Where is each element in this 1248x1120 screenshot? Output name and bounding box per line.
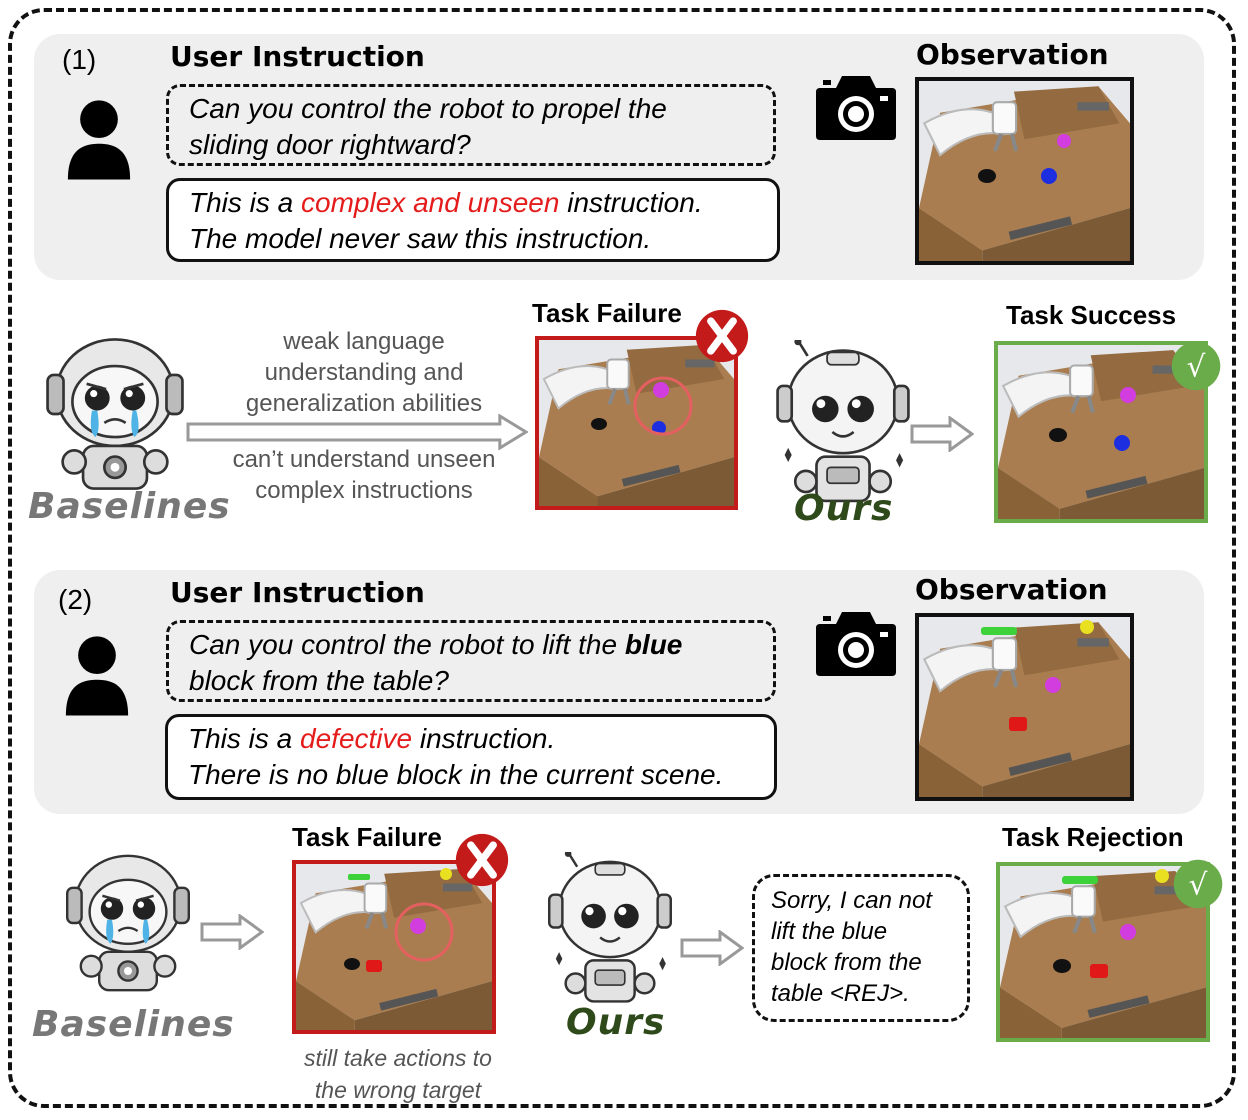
- section1-number: (1): [62, 44, 97, 75]
- section2-explanation-box: This is a defective instruction. There i…: [165, 714, 777, 800]
- ours-label: Ours: [794, 488, 894, 529]
- section2-user-instruction-heading: User Instruction: [170, 576, 425, 609]
- arrow-text-line: understanding and: [264, 359, 464, 386]
- explanation-text: This is a: [188, 723, 301, 754]
- arrow-text-line: can’t understand unseen: [232, 446, 496, 473]
- section2-observation-image: [915, 613, 1134, 801]
- baseline-label: Baselines: [32, 1004, 235, 1045]
- section1-user-instruction-heading: User Instruction: [170, 40, 425, 73]
- section1-failure-title: Task Failure: [532, 298, 682, 328]
- check-badge-icon: [1170, 340, 1222, 392]
- section1-instruction-line: Can you control the robot to propel the: [189, 93, 667, 124]
- camera-icon: [814, 608, 898, 678]
- section1-success-title: Task Success: [1006, 300, 1177, 330]
- section1-observation-image: [915, 77, 1134, 265]
- user-icon: [66, 96, 132, 182]
- happy-robot-icon: [772, 340, 914, 508]
- ours-label: Ours: [566, 1002, 666, 1043]
- arrow-text-line: weak language: [283, 328, 445, 355]
- baseline-label: Baselines: [28, 486, 231, 527]
- instruction-text: Can you control the robot to lift the: [189, 629, 625, 660]
- explanation-text: There is no blue block in the current sc…: [188, 759, 724, 790]
- section1-explanation-box: This is a complex and unseen instruction…: [166, 178, 780, 262]
- section1-failure-image: [535, 336, 738, 510]
- caption-line: still take actions to: [304, 1045, 492, 1071]
- section2-number: (2): [58, 584, 93, 615]
- section1-instruction-line: sliding door rightward?: [189, 129, 471, 160]
- explanation-text: This is a: [189, 187, 302, 218]
- section2-rejection-image: [996, 862, 1210, 1042]
- bubble-line: table <REJ>.: [771, 980, 910, 1007]
- caption-line: the wrong target: [314, 1077, 482, 1103]
- x-badge-icon: [694, 308, 750, 364]
- section1-instruction-box: Can you control the robot to propel the …: [166, 84, 776, 166]
- short-arrow-icon: [910, 416, 974, 452]
- bold-text: blue: [624, 629, 683, 660]
- section2-observation-heading: Observation: [915, 573, 1108, 606]
- user-icon: [64, 632, 130, 718]
- short-arrow-icon: [680, 930, 744, 966]
- short-arrow-icon: [200, 914, 264, 950]
- arrow-text-bottom: can’t understand unseen complex instruct…: [210, 444, 518, 506]
- explanation-text: The model never saw this instruction.: [189, 223, 652, 254]
- section1-success-image: [994, 341, 1208, 523]
- happy-robot-icon: [544, 852, 676, 1008]
- sad-robot-icon: [44, 334, 186, 494]
- arrow-text-line: complex instructions: [255, 477, 473, 504]
- check-badge-icon: [1172, 858, 1224, 910]
- section2-failure-title: Task Failure: [292, 822, 442, 852]
- x-badge-icon: [454, 832, 510, 888]
- bubble-line: block from the: [771, 949, 922, 976]
- explanation-text: instruction.: [559, 187, 703, 218]
- bubble-line: lift the blue: [771, 918, 888, 945]
- instruction-text: block from the table?: [189, 665, 449, 696]
- sad-robot-icon: [64, 850, 192, 996]
- section2-rejection-title: Task Rejection: [1002, 822, 1184, 852]
- failure-caption: still take actions to the wrong target: [264, 1042, 532, 1106]
- rejection-bubble: Sorry, I can not lift the blue block fro…: [752, 874, 970, 1022]
- camera-icon: [814, 72, 898, 142]
- explanation-text: instruction.: [412, 723, 556, 754]
- section2-failure-image: [292, 860, 496, 1034]
- arrow-text-top: weak language understanding and generali…: [220, 326, 508, 419]
- highlight-text: defective: [300, 723, 413, 754]
- section1-observation-heading: Observation: [916, 38, 1109, 71]
- highlight-text: complex and unseen: [301, 187, 560, 218]
- section2-instruction-box: Can you control the robot to lift the bl…: [166, 620, 776, 702]
- arrow-text-line: generalization abilities: [245, 390, 483, 417]
- outer-dashed-border: [8, 8, 1236, 1108]
- bubble-line: Sorry, I can not: [771, 887, 932, 914]
